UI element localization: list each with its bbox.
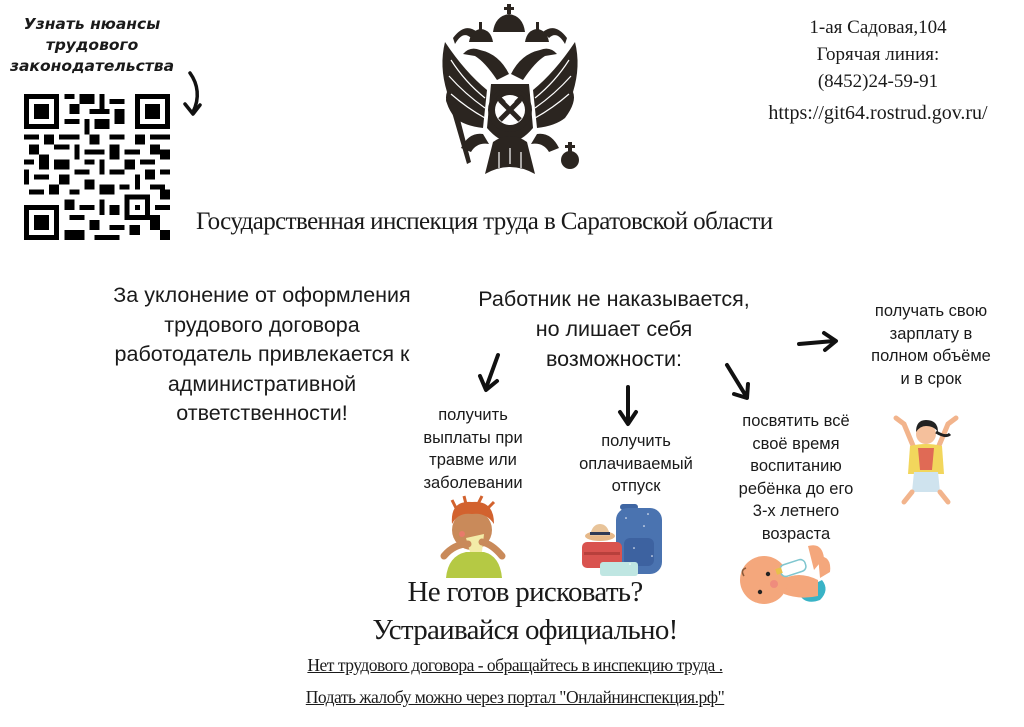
opportunity-line: заболевании	[423, 473, 523, 492]
organization-title: Государственная инспекция труда в Сарато…	[196, 208, 773, 235]
worker-notice: Работник не наказывается, но лишает себя…	[446, 284, 782, 374]
coat-of-arms-icon	[425, 2, 595, 188]
arrow-down-icon	[616, 384, 640, 428]
opportunity-line: и в срок	[900, 369, 962, 388]
qr-caption-line: Узнать нюансы	[23, 15, 161, 33]
opportunity-line: оплачиваемый	[579, 454, 693, 473]
website-link[interactable]: https://git64.rostrud.gov.ru/	[768, 102, 988, 124]
opportunity-line: 3-х летнего	[752, 502, 840, 520]
employer-notice-line: административной	[167, 371, 357, 396]
opportunity-line: посвятить всё	[742, 412, 850, 430]
employer-notice-line: работодатель привлекается к	[114, 342, 410, 366]
worker-notice-line: но лишает себя	[535, 317, 693, 341]
qr-caption: Узнать нюансы трудового законодательства	[8, 14, 176, 77]
opportunity-injury-payments: получить выплаты при травме или заболева…	[398, 404, 548, 494]
slogan-line-1: Не готов рисковать?	[407, 576, 644, 608]
curved-arrow-down-icon	[180, 70, 210, 120]
employer-notice-line: За уклонение от оформления	[113, 283, 411, 307]
opportunity-line: полном объёме	[871, 347, 991, 365]
worker-notice-line: возможности:	[545, 347, 683, 371]
footer-link-inspection[interactable]: Нет трудового договора - обращайтесь в и…	[307, 655, 723, 675]
qr-caption-line: законодательства	[9, 57, 175, 75]
opportunity-line: выплаты при	[423, 428, 523, 447]
baby-icon	[738, 540, 834, 610]
employer-notice-line: ответственности!	[176, 401, 348, 425]
opportunity-line: зарплату в	[889, 324, 973, 343]
arrow-down-right-icon	[722, 362, 754, 402]
opportunity-line: отпуск	[611, 477, 661, 495]
luggage-icon	[582, 500, 672, 580]
hotline-phone[interactable]: (8452)24-59-91	[817, 71, 939, 92]
employer-notice-line: трудового договора	[164, 312, 360, 337]
opportunity-line: воспитанию	[750, 457, 842, 475]
opportunity-line: травме или	[429, 451, 517, 469]
hotline-label: Горячая линия:	[816, 44, 940, 65]
arrow-right-icon	[796, 330, 840, 354]
worker-notice-line: Работник не наказывается,	[478, 287, 750, 311]
arrow-down-left-icon	[476, 352, 504, 394]
slogan-line-2: Устраивайся официально!	[372, 614, 678, 646]
contact-block: 1-ая Садовая,104 Горячая линия: (8452)24…	[760, 14, 996, 127]
opportunity-line: возраста	[761, 524, 831, 543]
opportunity-childcare: посвятить всё своё время воспитанию ребё…	[716, 410, 876, 545]
opportunity-paid-vacation: получить оплачиваемый отпуск	[556, 430, 716, 498]
happy-woman-icon	[890, 414, 962, 510]
opportunity-line: получать свою	[874, 302, 988, 320]
sick-boy-icon	[436, 494, 510, 578]
footer-link-online-portal[interactable]: Подать жалобу можно через портал "Онлайн…	[305, 687, 725, 707]
qr-code-icon[interactable]	[24, 94, 170, 240]
qr-caption-line: трудового	[45, 36, 139, 54]
opportunity-line: своё время	[752, 434, 840, 453]
employer-notice: За уклонение от оформления трудового дог…	[72, 281, 452, 429]
opportunity-line: ребёнка до его	[738, 479, 854, 498]
opportunity-line: получить	[438, 406, 508, 424]
opportunity-full-salary: получать свою зарплату в полном объёме и…	[846, 300, 1016, 390]
address: 1-ая Садовая,104	[809, 17, 947, 38]
opportunity-line: получить	[601, 432, 671, 450]
slogan: Не готов рисковать? Устраивайся официаль…	[330, 573, 720, 649]
